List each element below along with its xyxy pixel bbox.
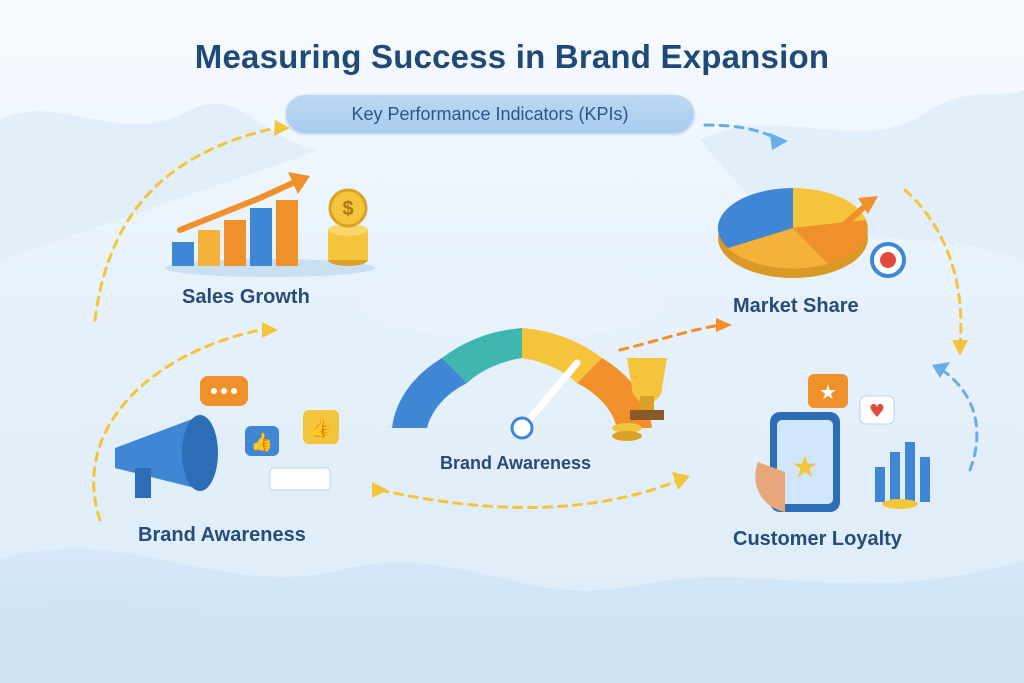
arrow-market-to-loyalty: [903, 188, 963, 347]
speedometer-trophy-icon: [392, 328, 667, 441]
arrow-center-to-market: [618, 323, 722, 352]
kpi-label-market-share: Market Share: [733, 295, 859, 317]
bar-chart-coins-icon: $: [165, 172, 375, 277]
pie-chart-target-icon: [717, 187, 906, 278]
arrow-sales-to-top: [93, 126, 277, 322]
kpi-label-sales-growth: Sales Growth: [182, 286, 310, 308]
phone-rating-icon: ★ ★ ♥: [755, 374, 930, 512]
kpi-label-customer-loyalty: Customer Loyalty: [733, 528, 902, 550]
kpi-subtitle-text: Key Performance Indicators (KPIs): [351, 103, 629, 124]
svg-text:★: ★: [792, 450, 819, 485]
arrow-loyalty-back: [943, 370, 979, 472]
page-title: Measuring Success in Brand Expansion: [194, 38, 830, 75]
kpi-label-brand-awareness-left: Brand Awareness: [138, 524, 306, 546]
kpi-label-brand-awareness-center: Brand Awareness: [440, 453, 592, 473]
svg-text:$: $: [342, 198, 353, 220]
svg-text:♥: ♥: [869, 401, 885, 422]
svg-text:👍: 👍: [310, 417, 332, 439]
kpi-subtitle-badge: Key Performance Indicators (KPIs): [286, 95, 694, 133]
svg-text:★: ★: [819, 380, 837, 404]
arrow-awareness-to-sales: [92, 326, 272, 522]
arrow-bottom-to-right: [378, 478, 682, 509]
megaphone-likes-icon: 👍 👍: [115, 376, 339, 498]
arrow-top-to-market: [703, 123, 782, 142]
svg-text:👍: 👍: [251, 431, 273, 453]
